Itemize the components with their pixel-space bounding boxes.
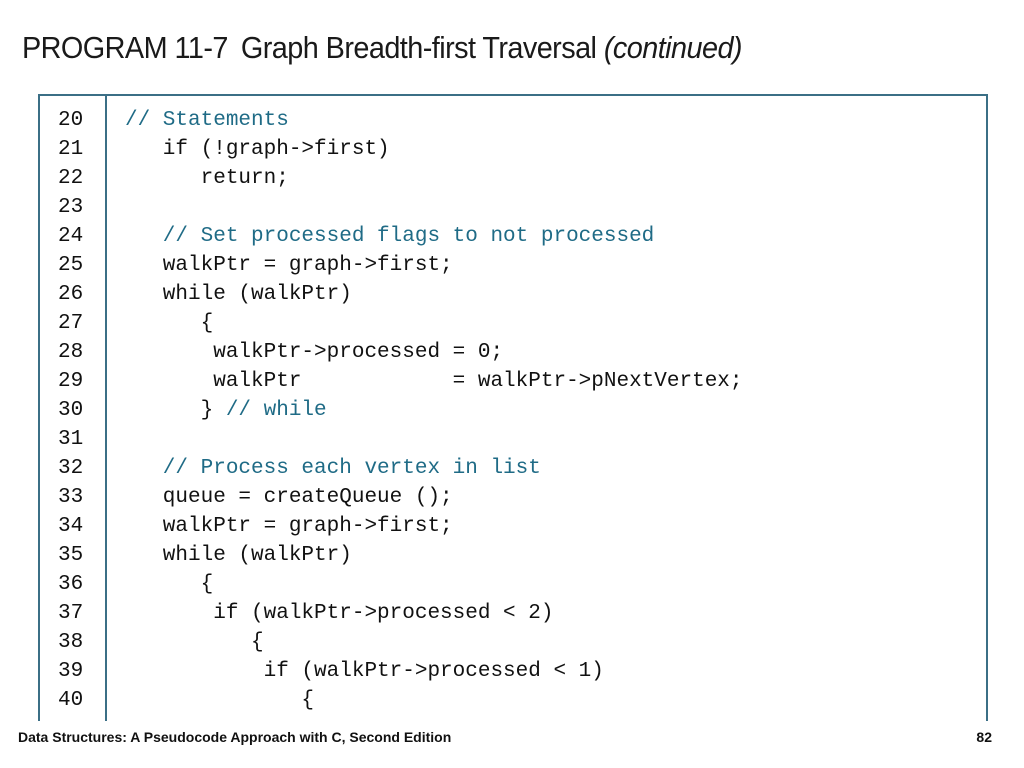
code-text: queue = createQueue (); — [125, 483, 453, 512]
code-text: while (walkPtr) — [125, 280, 352, 309]
code-text: while (walkPtr) — [125, 541, 352, 570]
line-number: 36 — [58, 573, 84, 596]
code-line: 35 while (walkPtr) — [40, 541, 986, 570]
code-line: 27 { — [40, 309, 986, 338]
code-statement: } — [125, 399, 214, 422]
code-statement: { — [125, 631, 264, 654]
line-number: 20 — [58, 109, 84, 132]
code-line: 32 // Process each vertex in list — [40, 454, 986, 483]
code-line: 24 // Set processed flags to not process… — [40, 222, 986, 251]
code-statement: if (walkPtr->processed < 2) — [125, 602, 554, 625]
code-text: walkPtr = walkPtr->pNextVertex; — [125, 367, 743, 396]
code-line: 26 while (walkPtr) — [40, 280, 986, 309]
line-number: 25 — [58, 254, 84, 277]
code-statement: while (walkPtr) — [125, 544, 352, 567]
line-number: 31 — [58, 428, 84, 451]
code-text: // Statements — [125, 106, 289, 135]
code-line: 22 return; — [40, 164, 986, 193]
code-text: walkPtr = graph->first; — [125, 251, 453, 280]
line-number: 22 — [58, 167, 84, 190]
line-number: 23 — [58, 196, 84, 219]
page-number: 82 — [976, 729, 992, 745]
code-text: { — [125, 570, 214, 599]
code-text: } // while — [125, 396, 327, 425]
code-statement: walkPtr = graph->first; — [125, 254, 453, 277]
line-number: 26 — [58, 283, 84, 306]
line-number: 34 — [58, 515, 84, 538]
code-text: if (walkPtr->processed < 1) — [125, 657, 604, 686]
slide-title: PROGRAM 11-7 Graph Breadth-first Traversa… — [22, 30, 743, 78]
code-text: // Set processed flags to not processed — [125, 222, 655, 251]
code-line: 39 if (walkPtr->processed < 1) — [40, 657, 986, 686]
code-line: 31 — [40, 425, 986, 454]
code-line: 36 { — [40, 570, 986, 599]
continued-label: (continued) — [603, 30, 743, 65]
code-statement: while (walkPtr) — [125, 283, 352, 306]
code-comment: // while — [213, 399, 327, 422]
code-text: walkPtr = graph->first; — [125, 512, 453, 541]
code-line: 37 if (walkPtr->processed < 2) — [40, 599, 986, 628]
line-number: 27 — [58, 312, 84, 335]
code-line: 23 — [40, 193, 986, 222]
code-statement: walkPtr->processed = 0; — [125, 341, 504, 364]
code-statement: return; — [125, 167, 289, 190]
line-number: 24 — [58, 225, 84, 248]
line-number: 37 — [58, 602, 84, 625]
code-statement: walkPtr = walkPtr->pNextVertex; — [125, 370, 743, 393]
code-line: 38 { — [40, 628, 986, 657]
line-number: 28 — [58, 341, 84, 364]
line-number: 35 — [58, 544, 84, 567]
code-text: if (!graph->first) — [125, 135, 390, 164]
line-number: 21 — [58, 138, 84, 161]
line-number: 32 — [58, 457, 84, 480]
code-line: 29 walkPtr = walkPtr->pNextVertex; — [40, 367, 986, 396]
code-text: // Process each vertex in list — [125, 454, 541, 483]
code-line: 25 walkPtr = graph->first; — [40, 251, 986, 280]
code-text: if (walkPtr->processed < 2) — [125, 599, 553, 628]
code-text: return; — [125, 164, 289, 193]
code-comment: // Process each vertex in list — [125, 457, 541, 480]
line-number: 38 — [58, 631, 84, 654]
line-number: 30 — [58, 399, 84, 422]
code-statement: { — [125, 689, 315, 712]
code-line: 33 queue = createQueue (); — [40, 483, 986, 512]
code-statement: queue = createQueue (); — [125, 486, 453, 509]
line-number: 29 — [58, 370, 84, 393]
code-comment: // Statements — [125, 109, 289, 132]
code-statement: walkPtr = graph->first; — [125, 515, 453, 538]
code-line: 40 { — [40, 686, 986, 715]
code-statement: { — [125, 312, 214, 335]
code-statement: { — [125, 573, 214, 596]
line-number: 39 — [58, 660, 84, 683]
code-line: 30 } // while — [40, 396, 986, 425]
code-text: walkPtr->processed = 0; — [125, 338, 503, 367]
code-line: 20 // Statements — [40, 106, 986, 135]
program-number: PROGRAM 11-7 — [22, 30, 228, 65]
code-text: { — [125, 309, 214, 338]
code-line: 28 walkPtr->processed = 0; — [40, 338, 986, 367]
program-name: Graph Breadth-first Traversal — [240, 30, 597, 65]
code-line: 34 walkPtr = graph->first; — [40, 512, 986, 541]
line-number: 40 — [58, 689, 84, 712]
code-statement: if (!graph->first) — [125, 138, 390, 161]
code-comment: // Set processed flags to not processed — [125, 225, 655, 248]
line-number: 33 — [58, 486, 84, 509]
footer-book-title: Data Structures: A Pseudocode Approach w… — [18, 729, 452, 745]
code-statement: if (walkPtr->processed < 1) — [125, 660, 604, 683]
line-number-divider — [105, 96, 107, 721]
code-text: { — [125, 686, 314, 715]
code-line: 21 if (!graph->first) — [40, 135, 986, 164]
code-text: { — [125, 628, 264, 657]
